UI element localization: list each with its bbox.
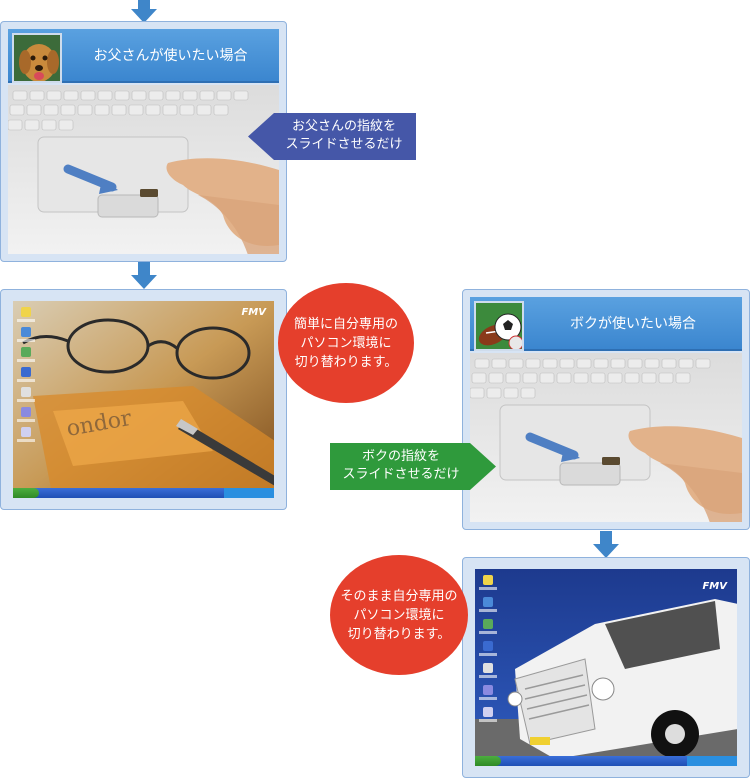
desktop-icon [477, 685, 499, 700]
boy-taskbar [475, 756, 737, 766]
boy-result-bubble: そのまま自分専用の パソコン環境に 切り替わります。 [330, 555, 468, 675]
desktop-icon [15, 387, 37, 402]
desktop-icon [15, 307, 37, 322]
father-callout-text: お父さんの指紋を スライドさせるだけ [285, 119, 403, 152]
desktop-icon [477, 575, 499, 590]
system-tray [687, 756, 737, 766]
father-desktop-screen: ondor FMV [13, 301, 274, 498]
desktop-icon [15, 347, 37, 362]
father-callout: お父さんの指紋を スライドさせるだけ [248, 113, 416, 160]
father-result-text: 簡単に自分専用の パソコン環境に 切り替わります。 [293, 316, 398, 370]
father-fingerprint-panel: お父さんが使いたい場合 [0, 21, 287, 262]
father-desktop-panel: ondor FMV [0, 289, 287, 510]
desktop-icon [477, 663, 499, 678]
father-taskbar [13, 488, 274, 498]
desktop-icon [15, 367, 37, 382]
flow-arrow-father [131, 262, 157, 290]
start-button [475, 756, 501, 766]
start-button [13, 488, 39, 498]
desktop-icon [477, 597, 499, 612]
father-result-bubble: 簡単に自分専用の パソコン環境に 切り替わります。 [278, 283, 414, 403]
dog-icon [12, 33, 62, 83]
father-fmv-logo: FMV [241, 307, 266, 318]
boy-result-text: そのまま自分専用の パソコン環境に 切り替わります。 [340, 588, 458, 642]
boy-header-bar: ボクが使いたい場合 [470, 297, 742, 351]
boy-fingerprint-panel: ボクが使いたい場合 [462, 289, 750, 530]
sports-balls-icon [474, 301, 524, 351]
boy-callout: ボクの指紋を スライドさせるだけ [330, 443, 496, 490]
boy-desktop-panel: FMV [462, 557, 750, 778]
boy-desktop-screen: FMV [475, 569, 737, 766]
boy-fmv-logo: FMV [702, 581, 727, 592]
desktop-icon [477, 641, 499, 656]
desktop-icon [15, 327, 37, 342]
desktop-icon [477, 707, 499, 722]
desktop-icon [477, 619, 499, 634]
flow-arrow-top [131, 0, 157, 23]
boy-header-title: ボクが使いたい場合 [570, 316, 696, 332]
desktop-icon [15, 407, 37, 422]
system-tray [224, 488, 274, 498]
father-header-title: お父さんが使いたい場合 [93, 48, 248, 64]
flow-arrow-boy [593, 531, 619, 559]
father-header-bar: お父さんが使いたい場合 [8, 29, 279, 83]
boy-callout-text: ボクの指紋を スライドさせるだけ [342, 449, 460, 482]
father-keyboard-photo [8, 85, 279, 254]
desktop-icon [15, 427, 37, 442]
boy-keyboard-photo [470, 353, 742, 522]
